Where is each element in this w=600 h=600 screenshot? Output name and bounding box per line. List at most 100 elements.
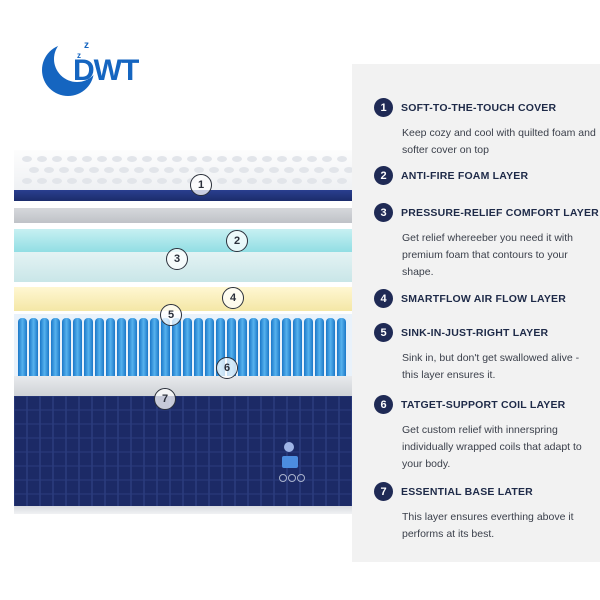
pocket-coil [40, 318, 49, 392]
pocket-coil [84, 318, 93, 392]
pocket-coil [249, 318, 258, 392]
layer-cover [14, 150, 354, 192]
quilt-dimple [254, 167, 264, 173]
logo-text: DWT [73, 54, 139, 87]
quilt-dimple [112, 156, 122, 162]
callout-7: 7 ESSENTIAL BASE LATER This layer ensure… [374, 482, 598, 543]
quilt-dimple [277, 156, 287, 162]
quilt-dimple [89, 167, 99, 173]
callout-description: Sink in, but don't get swallowed alive -… [402, 352, 580, 381]
callout-title: SOFT-TO-THE-TOUCH COVER [401, 101, 557, 114]
quilt-dimple [37, 156, 47, 162]
quilt-dimple [82, 178, 92, 184]
quilt-dimple [172, 156, 182, 162]
quilt-dimple [82, 156, 92, 162]
brand-logo: z z DWT [40, 36, 150, 96]
zzz-icon: z [84, 40, 89, 51]
pocket-coil [128, 318, 137, 392]
quilt-dimple [217, 156, 227, 162]
marker-2: 2 [226, 230, 248, 252]
callout-title: SMARTFLOW AIR FLOW LAYER [401, 292, 567, 305]
quilt-dimple [67, 156, 77, 162]
quilt-dimple [157, 156, 167, 162]
quilt-dimple [314, 167, 324, 173]
quilt-dimple [269, 167, 279, 173]
marker-7: 7 [154, 388, 176, 410]
quilt-dimple [187, 156, 197, 162]
callout-1: 1 SOFT-TO-THE-TOUCH COVER Keep cozy and … [374, 98, 598, 159]
quilt-dimple [322, 156, 332, 162]
quilt-dimple [202, 156, 212, 162]
number-badge: 1 [374, 98, 393, 117]
layer-anti-fire [14, 208, 352, 223]
tag-screen [282, 456, 298, 468]
callout-title: PRESSURE-RELIEF COMFORT LAYER [401, 206, 599, 219]
quilt-dimple [157, 178, 167, 184]
callout-title: ANTI-FIRE FOAM LAYER [401, 169, 529, 182]
quilt-dimple [224, 167, 234, 173]
quilt-dimple [292, 156, 302, 162]
quilt-dimple [164, 167, 174, 173]
pocket-coil [315, 318, 324, 392]
layer-airflow [14, 287, 352, 311]
quilt-dimple [284, 167, 294, 173]
callout-4: 4 SMARTFLOW AIR FLOW LAYER [374, 289, 598, 308]
quilt-dimple [344, 167, 354, 173]
pocket-coil [139, 318, 148, 392]
callout-5: 5 SINK-IN-JUST-RIGHT LAYER Sink in, but … [374, 323, 598, 384]
pocket-coil [271, 318, 280, 392]
quilt-dimple [112, 178, 122, 184]
callout-description: Keep cozy and cool with quilted foam and… [402, 127, 596, 156]
layer-base-bottom [14, 506, 352, 514]
pocket-coil [194, 318, 203, 392]
callout-title: TATGET-SUPPORT COIL LAYER [401, 398, 566, 411]
quilt-dimple [262, 178, 272, 184]
pocket-coil [326, 318, 335, 392]
quilt-dimple [239, 167, 249, 173]
pocket-coil [205, 318, 214, 392]
pocket-coil [73, 318, 82, 392]
quilt-dimple [179, 167, 189, 173]
callout-description: This layer ensures everthing above it pe… [402, 511, 574, 540]
quilt-dimple [52, 156, 62, 162]
quilt-dimple [37, 178, 47, 184]
pocket-coil [29, 318, 38, 392]
pocket-coil [18, 318, 27, 392]
callout-title: SINK-IN-JUST-RIGHT LAYER [401, 326, 549, 339]
quilt-dimple [322, 178, 332, 184]
pocket-coil [304, 318, 313, 392]
pocket-coil [183, 318, 192, 392]
number-badge: 3 [374, 203, 393, 222]
quilt-dimple [67, 178, 77, 184]
pocket-coil [260, 318, 269, 392]
pocket-coil [106, 318, 115, 392]
quilt-dimple [97, 178, 107, 184]
quilt-dimple [127, 178, 137, 184]
quilt-dimple [277, 178, 287, 184]
pocket-coil [282, 318, 291, 392]
number-badge: 6 [374, 395, 393, 414]
quilt-dimple [22, 178, 32, 184]
quilt-dimple [142, 156, 152, 162]
quilt-dimple [209, 167, 219, 173]
callout-description: Get relief whereeber you need it with pr… [402, 232, 574, 278]
pocket-coil [150, 318, 159, 392]
number-badge: 5 [374, 323, 393, 342]
quilt-dimple [217, 178, 227, 184]
tag-logo-icon [284, 442, 294, 452]
callout-description: Get custom relief with innerspring indiv… [402, 424, 582, 470]
quilt-dimple [74, 167, 84, 173]
layer-cover-band [14, 190, 352, 201]
pocket-coil [238, 318, 247, 392]
quilt-dimple [44, 167, 54, 173]
quilt-dimple [299, 167, 309, 173]
layer-base [14, 396, 352, 508]
quilt-dimple [172, 178, 182, 184]
quilt-dimple [292, 178, 302, 184]
layer-description-panel: 1 SOFT-TO-THE-TOUCH COVER Keep cozy and … [352, 64, 600, 562]
quilt-dimple [307, 156, 317, 162]
pocket-coil [117, 318, 126, 392]
quilt-dimple [29, 167, 39, 173]
pocket-coil [95, 318, 104, 392]
quilt-dimple [97, 156, 107, 162]
